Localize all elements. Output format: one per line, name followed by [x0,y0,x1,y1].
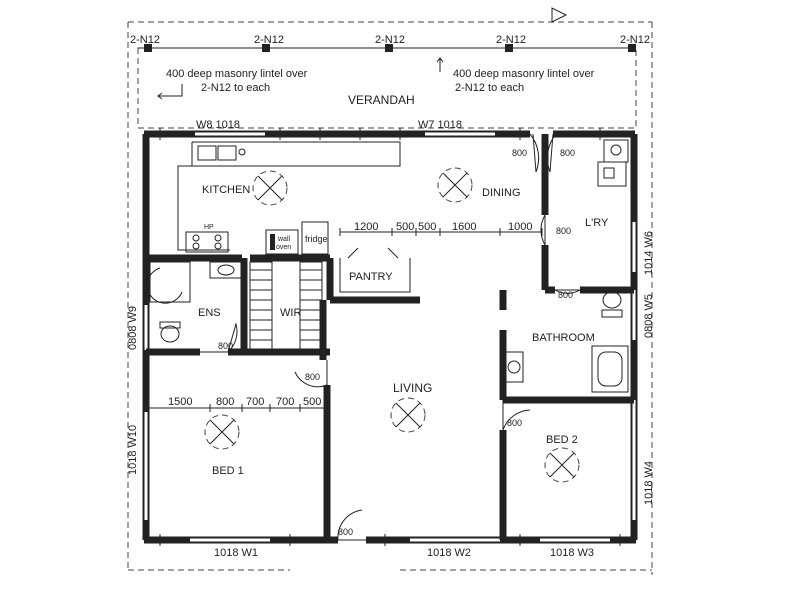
beam-label-2: 2-N12 [254,34,284,46]
door-label-entry-left: 800 [512,148,527,158]
door-label-front: 800 [338,527,353,537]
wall-oven-label-2: oven [276,244,291,251]
door-living-icon [294,360,328,388]
door-label-bathroom: 800 [558,290,573,300]
beam-label-1: 2-N12 [130,34,160,46]
window-w10: 1018 W10 [127,425,139,475]
window-w3: 1018 W3 [550,547,594,559]
kitchen-dim-1: 1200 [354,221,378,233]
fridge-label: fridge [305,234,328,244]
lintel-note-right-2: 2-N12 to each [455,82,524,94]
window-w8: W8 1018 [196,119,240,131]
hotplate-label: HP [204,224,214,231]
kitchen-dim-4: 1600 [452,221,476,233]
shower-ensuite-icon [146,261,191,304]
door-label-laundry: 800 [556,226,571,236]
room-bed1: BED 1 [212,465,244,477]
bed1-dim-1: 1500 [168,396,192,408]
room-bathroom: BATHROOM [532,332,595,344]
room-wir: WIR [280,307,301,319]
bed1-dim-4: 700 [276,396,294,408]
room-dining: DINING [482,187,521,199]
door-laundry-icon [540,214,546,246]
vanity-bathroom-icon [504,351,524,383]
wall-window-gaps [144,132,636,542]
door-ensuite-icon [200,322,238,353]
beam-posts [144,44,636,52]
door-label-ensuite: 800 [218,341,233,351]
door-bathroom-icon [554,289,581,294]
ceiling-light-bed1-icon [204,414,240,450]
kitchen-dim-3: 500 [418,221,436,233]
window-w5: 0808 W5 [643,294,655,338]
lintel-note-right-1: 400 deep masonry lintel over [453,68,595,80]
hotplate-icon [185,231,229,253]
kitchen-bench [177,141,401,251]
beam-label-4: 2-N12 [496,34,526,46]
room-laundry: L'RY [585,217,609,229]
room-bed2: BED 2 [546,434,578,446]
door-label-living: 800 [305,372,320,382]
kitchen-dim-5: 1000 [508,221,532,233]
wall-oven-label-1: wall [277,236,291,243]
lintel-arrow-left [157,84,183,100]
interior-walls [146,134,634,540]
beam-label-3: 2-N12 [375,34,405,46]
window-w6: 1014 W6 [643,231,655,275]
verandah-boundary [137,47,637,129]
door-label-entry-right: 800 [560,148,575,158]
bath-icon [591,345,629,393]
room-living: LIVING [393,381,432,395]
beam-label-5: 2-N12 [620,34,650,46]
wall-ticks-top [159,128,601,140]
door-entry-right-icon [546,133,557,173]
ceiling-light-living-icon [390,397,426,433]
room-kitchen: KITCHEN [202,184,250,196]
toilet-ensuite-icon [159,321,181,343]
bed1-dimension-line [145,404,328,412]
window-w2: 1018 W2 [427,547,471,559]
ceiling-light-dining-icon [437,167,473,203]
lintel-arrow-right [436,57,444,72]
window-w7: W7 1018 [418,119,462,131]
kitchen-sink-icon [197,145,246,161]
window-w9: 0808 W9 [127,306,139,350]
lintel-note-left-1: 400 deep masonry lintel over [166,68,308,80]
toilet-bathroom-icon [601,291,623,318]
door-label-bed2: 800 [507,418,522,428]
wall-ticks-bottom [159,534,621,546]
window-w1: 1018 W1 [214,547,258,559]
fridge-space [301,221,329,255]
door-front-icon [337,509,366,541]
kitchen-dimension-line [339,228,543,236]
door-entry-left-icon [529,133,540,173]
ceiling-light-kitchen-icon [252,170,288,206]
basin-ensuite-icon [209,261,243,279]
window-w4: 1018 W4 [643,461,655,505]
door-bed2-icon [502,400,531,431]
north-flag-icon [551,7,568,23]
laundry-tub-icon [603,139,629,163]
wir-rails [249,261,323,351]
lintel-note-left-2: 2-N12 to each [201,82,270,94]
wall-oven-icon [265,229,299,255]
room-pantry: PANTRY [349,271,393,283]
ceiling-light-bed2-icon [544,447,580,483]
room-verandah: VERANDAH [348,93,415,107]
bed1-dim-5: 500 [303,396,321,408]
bed1-dim-3: 700 [246,396,264,408]
kitchen-dim-2: 500 [396,221,414,233]
bed1-dim-2: 800 [216,396,234,408]
dryer-icon [597,161,627,187]
pantry-outline [339,247,411,293]
room-ensuite: ENS [198,307,221,319]
